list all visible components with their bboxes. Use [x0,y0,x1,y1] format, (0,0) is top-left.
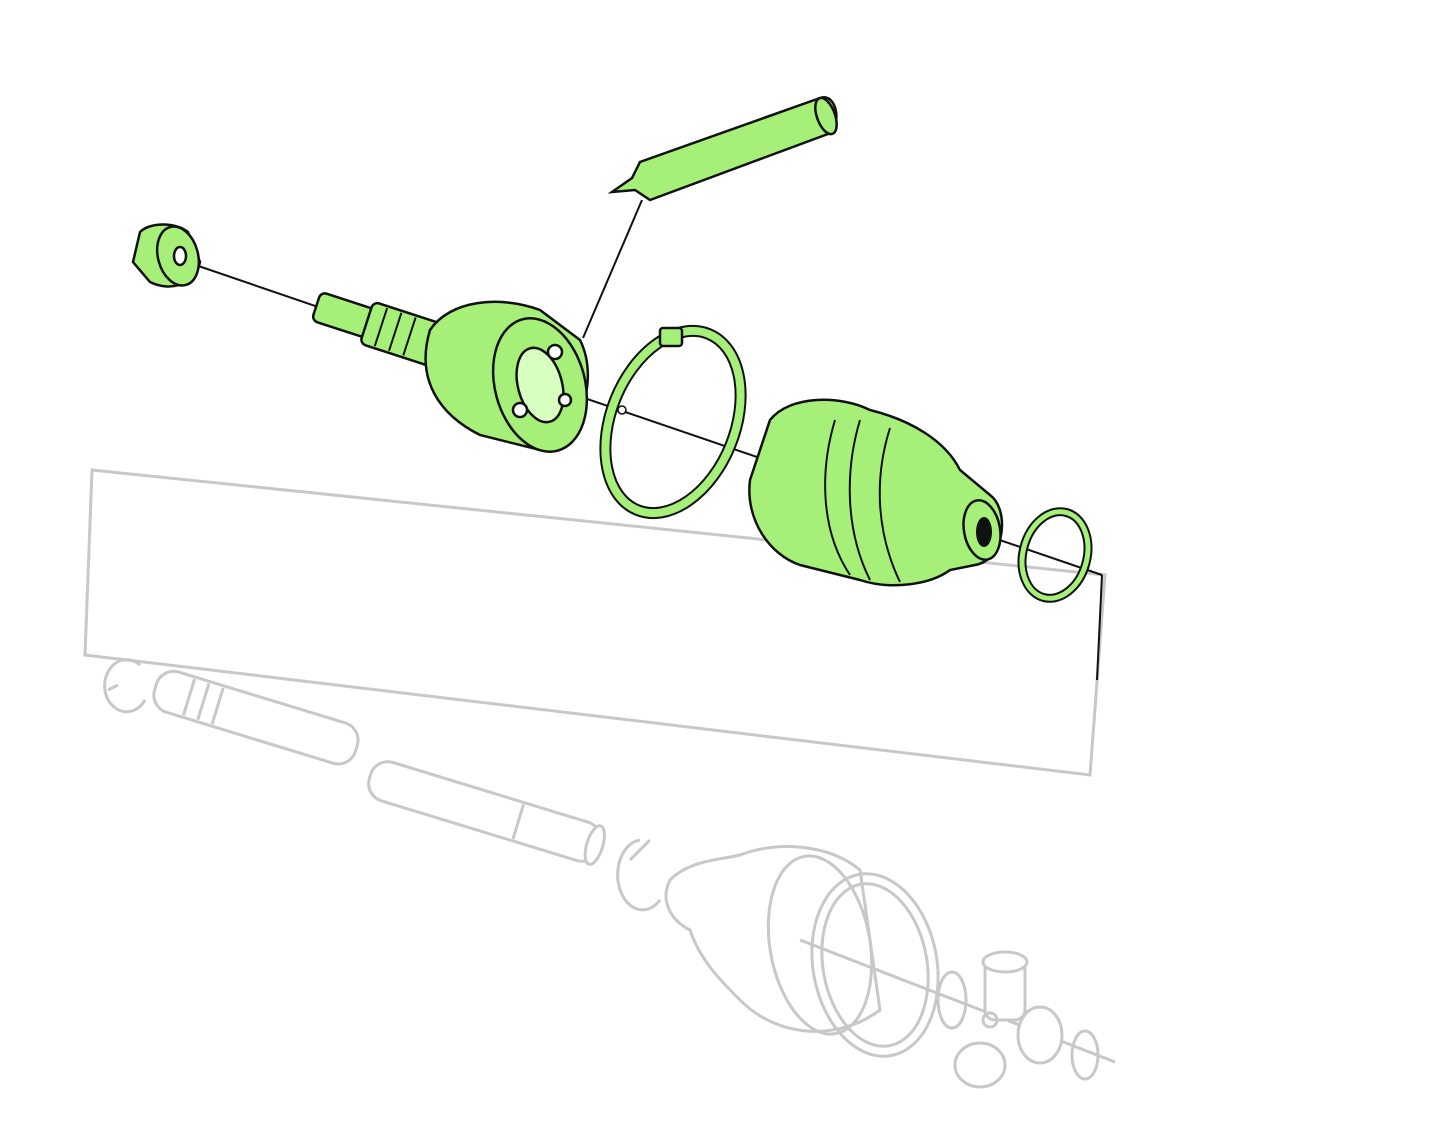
cv-boot [748,398,1004,587]
faded-circlip [103,658,147,714]
faded-end-clip [1070,1029,1100,1081]
faded-washer [936,970,968,1030]
faded-splined-shaft [152,669,360,766]
faded-small-clip [616,838,662,912]
grease-leader-line [582,199,643,339]
grease-tube [607,96,838,202]
circlip [1017,507,1093,603]
faded-intermediate-shaft [367,760,606,866]
boot-clamp-band [599,324,747,520]
faded-inner-assembly [83,468,1116,1089]
cv-joint [311,292,589,453]
faded-tripod-joint [953,950,1064,1089]
end-cap [131,223,202,288]
bracket-right-line [1096,574,1103,681]
faded-clamp-ring [810,872,940,1058]
